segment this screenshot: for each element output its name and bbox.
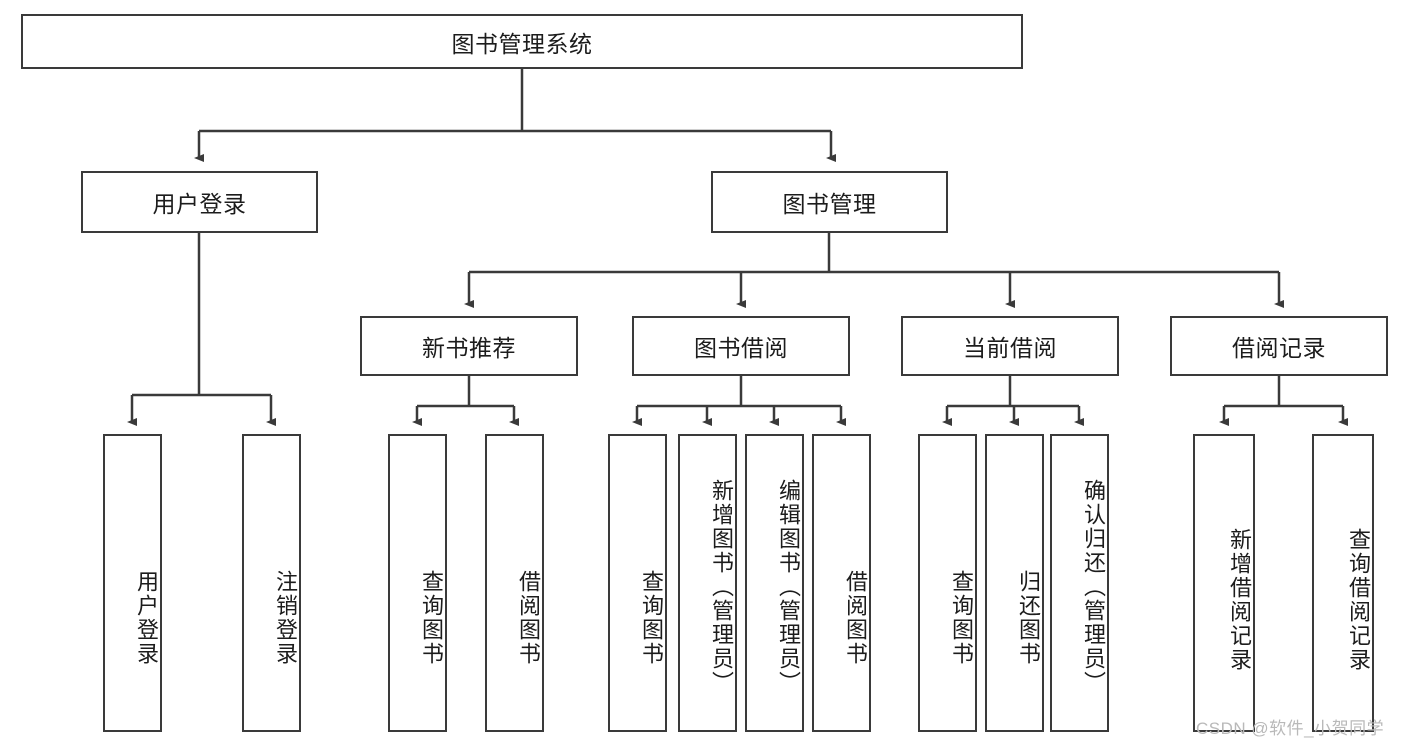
node-root-label: 图书管理系统 xyxy=(451,30,593,57)
node-book-borrow[interactable]: 图书借阅 xyxy=(632,316,850,376)
node-root[interactable]: 图书管理系统 xyxy=(21,14,1023,69)
node-book-borrow-label: 图书借阅 xyxy=(694,335,788,361)
node-book-manage-label: 图书管理 xyxy=(782,191,877,217)
leaf-add-book-label: 新增图书（管理员） xyxy=(709,479,734,695)
leaf-return-book[interactable]: 归还图书 xyxy=(985,434,1044,732)
leaf-confirm-return[interactable]: 确认归还（管理员） xyxy=(1050,434,1109,732)
leaf-logout[interactable]: 注销登录 xyxy=(242,434,301,732)
leaf-user-login[interactable]: 用户登录 xyxy=(103,434,162,732)
node-user-login[interactable]: 用户登录 xyxy=(81,171,318,233)
leaf-query-book-2[interactable]: 查询图书 xyxy=(608,434,667,732)
leaf-borrow-book-1[interactable]: 借阅图书 xyxy=(485,434,544,732)
leaf-query-record[interactable]: 查询借阅记录 xyxy=(1312,434,1374,732)
node-borrow-record[interactable]: 借阅记录 xyxy=(1170,316,1388,376)
leaf-query-book-3-label: 查询图书 xyxy=(949,570,974,666)
leaf-user-login-label: 用户登录 xyxy=(134,570,159,666)
node-book-manage[interactable]: 图书管理 xyxy=(711,171,948,233)
leaf-query-book-1[interactable]: 查询图书 xyxy=(388,434,447,732)
leaf-confirm-return-label: 确认归还（管理员） xyxy=(1081,479,1106,695)
leaf-add-record-label: 新增借阅记录 xyxy=(1227,528,1252,672)
leaf-edit-book-label: 编辑图书（管理员） xyxy=(776,479,801,695)
leaf-borrow-book-2-label: 借阅图书 xyxy=(843,570,868,666)
leaf-borrow-book-2[interactable]: 借阅图书 xyxy=(812,434,871,732)
leaf-return-book-label: 归还图书 xyxy=(1016,570,1041,666)
node-current-borrow-label: 当前借阅 xyxy=(963,335,1057,361)
leaf-borrow-book-1-label: 借阅图书 xyxy=(516,570,541,666)
leaf-add-record[interactable]: 新增借阅记录 xyxy=(1193,434,1255,732)
node-new-book-recommend-label: 新书推荐 xyxy=(422,335,516,361)
node-current-borrow[interactable]: 当前借阅 xyxy=(901,316,1119,376)
node-borrow-record-label: 借阅记录 xyxy=(1232,335,1326,361)
leaf-query-book-2-label: 查询图书 xyxy=(639,570,664,666)
leaf-logout-label: 注销登录 xyxy=(273,570,298,666)
node-user-login-label: 用户登录 xyxy=(152,191,247,217)
leaf-query-book-1-label: 查询图书 xyxy=(419,570,444,666)
leaf-edit-book[interactable]: 编辑图书（管理员） xyxy=(745,434,804,732)
leaf-query-record-label: 查询借阅记录 xyxy=(1346,528,1371,672)
csdn-watermark: CSDN @软件_小贺同学 xyxy=(1196,719,1385,738)
leaf-query-book-3[interactable]: 查询图书 xyxy=(918,434,977,732)
node-new-book-recommend[interactable]: 新书推荐 xyxy=(360,316,578,376)
leaf-add-book[interactable]: 新增图书（管理员） xyxy=(678,434,737,732)
